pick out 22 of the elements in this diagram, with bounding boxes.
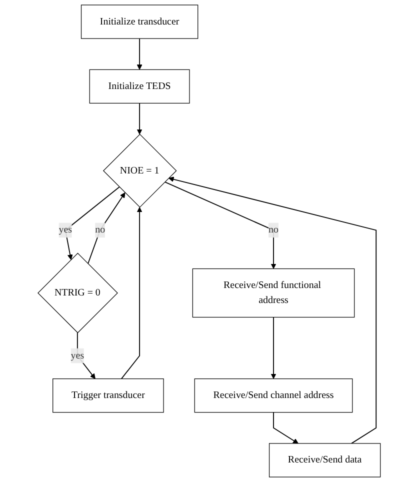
node-box: Initialize TEDS <box>90 69 190 104</box>
arrow <box>121 206 143 380</box>
arrow <box>77 332 96 380</box>
node-box: Initialize transducer <box>81 4 198 39</box>
arrow <box>271 316 277 380</box>
edge-label: no <box>268 224 279 236</box>
node-box: Receive/Send channel address <box>194 378 354 413</box>
arrow <box>88 192 126 264</box>
arrow <box>168 176 377 444</box>
edge-label: yes <box>59 224 72 236</box>
node-diamond: NIOE = 1 <box>103 134 178 208</box>
arrow <box>164 182 277 269</box>
node-diamond: NTRIG = 0 <box>38 252 118 334</box>
edge-label: no <box>95 224 106 236</box>
arrow <box>65 186 120 260</box>
arrow <box>137 38 143 70</box>
edge-label: yes <box>71 350 84 361</box>
node-box: Receive/Send functional address <box>192 268 355 318</box>
arrow <box>137 102 143 135</box>
node-box: Trigger transducer <box>52 378 164 413</box>
node-box: Receive/Send data <box>269 443 381 478</box>
arrow <box>273 412 299 444</box>
